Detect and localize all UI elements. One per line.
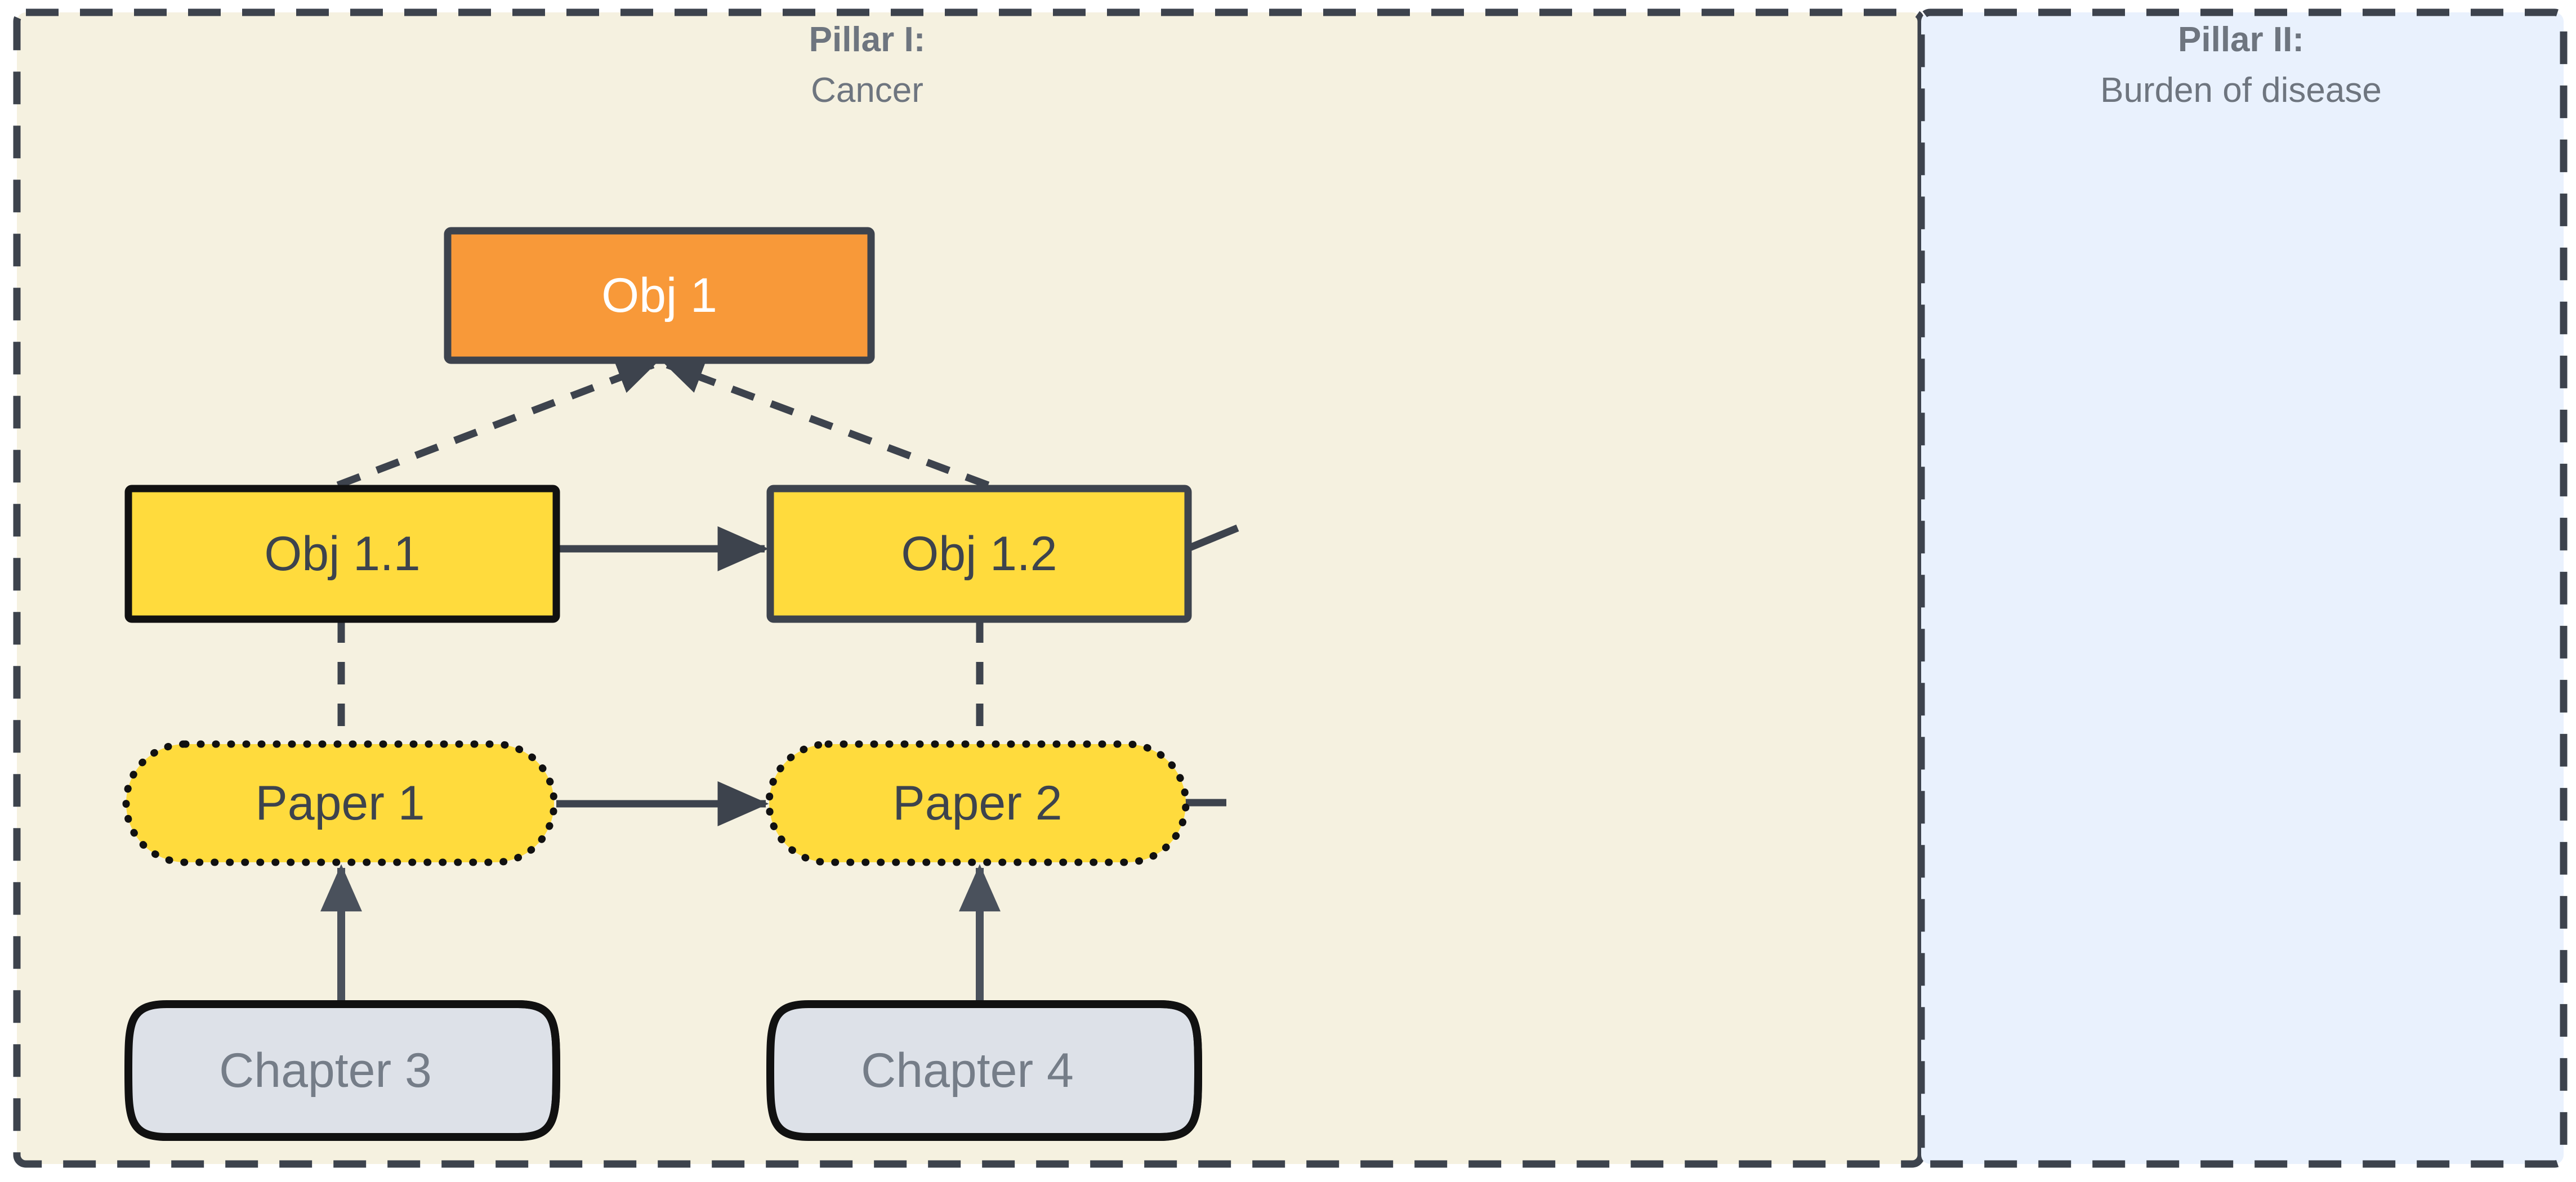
node-chapter-3[interactable] <box>124 1000 561 1141</box>
node-paper-1[interactable] <box>122 740 558 866</box>
node-obj-1[interactable] <box>444 227 875 364</box>
node-obj-1-1[interactable] <box>124 485 560 623</box>
node-obj-1-2[interactable] <box>766 485 1192 623</box>
edge-obj12-stub-right <box>1185 524 1239 553</box>
panel-pillar-2[interactable] <box>1917 8 2568 1168</box>
node-chapter-4[interactable] <box>766 1000 1203 1141</box>
edge-obj11-to-obj1 <box>336 361 657 489</box>
node-paper-2[interactable] <box>765 740 1190 866</box>
edge-obj12-to-obj1 <box>664 361 990 489</box>
